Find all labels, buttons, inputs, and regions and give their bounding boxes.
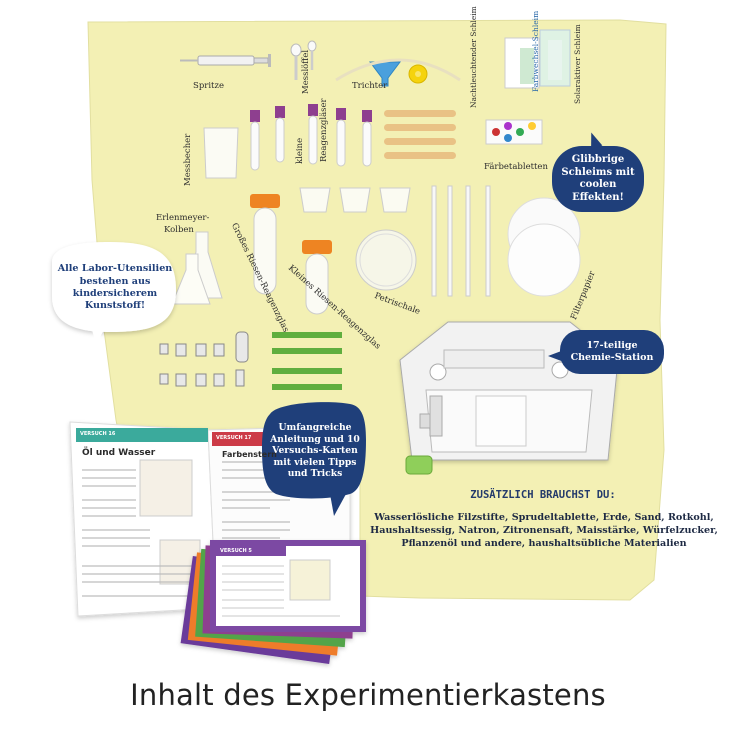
label-spritze: Spritze bbox=[193, 81, 224, 91]
label-messloeffel: Messlöffel bbox=[301, 49, 311, 94]
booklet-left-title: Öl und Wasser bbox=[82, 448, 156, 458]
clamps-icon bbox=[159, 331, 249, 387]
extra-heading: ZUSÄTZLICH BRAUCHST DU: bbox=[470, 489, 616, 501]
label-nachtleuchtender-schleim: Nachtleuchtender Schleim bbox=[469, 6, 478, 108]
label-solaraktiver-schleim: Solaraktiver Schleim bbox=[573, 24, 582, 104]
petri-dish-icon bbox=[355, 229, 417, 291]
label-reagenzglaeser: Reagenzgläser bbox=[319, 98, 329, 162]
label-messbecher: Messbecher bbox=[183, 133, 193, 186]
bubble-anleitung: Umfangreiche Anleitung und 10 Versuchs-K… bbox=[270, 422, 360, 480]
labor-bubble-shape bbox=[52, 242, 176, 332]
bubble-labor: Alle Labor-Utensilien bestehen aus kinde… bbox=[57, 263, 173, 312]
label-trichter: Trichter bbox=[352, 81, 388, 91]
image-caption: Inhalt des Experimentierkastens bbox=[130, 678, 606, 712]
small-test-tubes-icon bbox=[250, 104, 372, 171]
bubble-chemie: 17-teilige Chemie-Station bbox=[560, 330, 664, 374]
experiment-cards bbox=[180, 540, 366, 665]
small-cups-icon bbox=[299, 187, 411, 213]
bubble-chemie-tail bbox=[548, 350, 564, 362]
label-farbwechsel-schleim: Farbwechsel-Schleim bbox=[531, 10, 540, 92]
booklet-right-tag: VERSUCH 17 bbox=[216, 435, 252, 441]
booklet-left-tag: VERSUCH 16 bbox=[80, 431, 116, 437]
green-rods-icon bbox=[272, 332, 342, 390]
anleitung-bubble-shape bbox=[262, 402, 366, 499]
card-tag: VERSUCH 5 bbox=[220, 548, 252, 554]
syringe-icon bbox=[180, 54, 271, 67]
extra-text: Wasserlösliche Filzstifte, Sprudeltablet… bbox=[370, 512, 718, 549]
large-test-tube-icon bbox=[250, 194, 280, 295]
dye-tablets-icon bbox=[485, 119, 543, 145]
booklet-right-title: Farbenstern bbox=[222, 450, 277, 459]
measuring-spoon-icon bbox=[290, 40, 317, 80]
funnel-icon bbox=[335, 58, 461, 87]
label-erlenmeyer-2: Kolben bbox=[164, 225, 194, 235]
wooden-sticks-icon bbox=[384, 110, 456, 159]
green-spatula-icon bbox=[405, 455, 433, 475]
label-kleine: kleine bbox=[295, 137, 305, 164]
bubble-glibbrige: Glibbrige Schleims mit coolen Effekten! bbox=[552, 146, 644, 212]
filter-paper-icon bbox=[507, 197, 581, 297]
pipettes-icon bbox=[431, 185, 491, 297]
slime-packets-icon bbox=[504, 29, 571, 89]
medium-test-tube-icon bbox=[302, 240, 332, 315]
measuring-beaker-icon bbox=[203, 127, 239, 179]
erlenmeyer-flasks-icon bbox=[171, 231, 223, 305]
label-erlenmeyer-1: Erlenmeyer- bbox=[156, 213, 210, 223]
label-faerbetabletten: Färbetabletten bbox=[484, 162, 548, 172]
